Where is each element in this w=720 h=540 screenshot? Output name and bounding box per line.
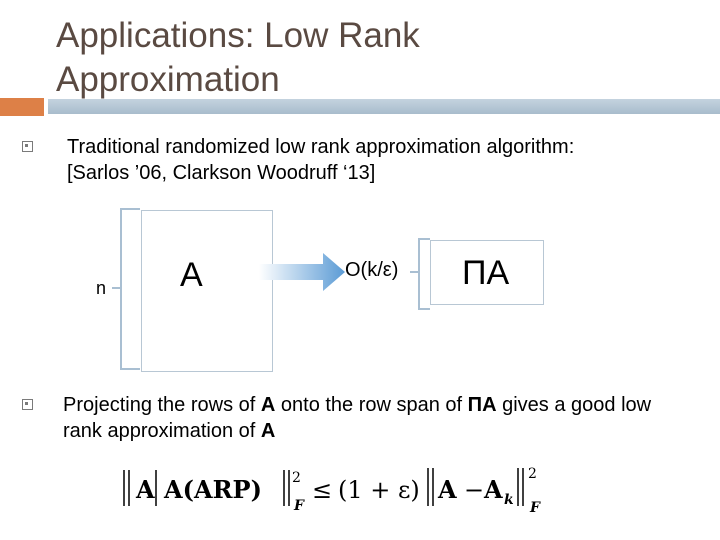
title-accent-bar xyxy=(0,98,44,116)
rows-label: O(k/ε) xyxy=(345,259,399,281)
bullet2-part: gives a good low rank approximation of xyxy=(63,394,652,442)
n-brace xyxy=(120,208,140,370)
n-label: n xyxy=(96,278,107,298)
slide-title: Applications: Low Rank Approximation xyxy=(56,14,656,102)
matrix-a-box xyxy=(141,210,273,372)
formula-exp-2: 2 xyxy=(528,466,537,482)
bullet-icon xyxy=(22,141,33,152)
sketch-pa-label: ΠA xyxy=(462,254,510,292)
formula-exp-1: 2 xyxy=(292,470,301,486)
bullet2-sketch: ΠA xyxy=(467,394,497,416)
right-arrow-icon xyxy=(259,253,345,291)
bullet2-matrix: A xyxy=(260,394,276,416)
formula-sub-f-2: F xyxy=(529,500,541,516)
bullet2-part: Projecting the rows of xyxy=(63,394,261,416)
bullet-text-2: Projecting the rows of A onto the row sp… xyxy=(63,392,693,444)
formula-rhs-ak: A xyxy=(483,475,503,504)
bullet-text-1: Traditional randomized low rank approxim… xyxy=(67,136,575,184)
matrix-a-label: A xyxy=(180,256,203,294)
formula-lhs-projection: A(ARP) xyxy=(163,475,262,504)
formula-lhs-a: A xyxy=(135,475,155,504)
bullet-icon xyxy=(22,399,33,410)
bullet2-matrix: A xyxy=(260,420,276,442)
approximation-formula: A A(ARP) 2 F ≤ (1 + ε) A − A k 2 F xyxy=(123,466,541,516)
formula-minus: − xyxy=(464,476,484,504)
formula-leq: ≤ xyxy=(312,476,332,504)
formula-factor: (1 + ε) xyxy=(338,476,420,504)
formula-rhs-a: A xyxy=(437,475,457,504)
title-line-2: Approximation xyxy=(56,60,280,99)
sketch-pa-box xyxy=(430,240,544,305)
n-brace-tick xyxy=(112,287,121,289)
sketch-brace xyxy=(418,238,430,310)
title-line-1: Applications: Low Rank xyxy=(56,16,420,55)
title-underline xyxy=(48,99,720,114)
bullet2-part: onto the row span of xyxy=(275,394,468,416)
formula-sub-k: k xyxy=(504,492,514,508)
sketch-brace-tick xyxy=(410,271,419,273)
formula-sub-f-1: F xyxy=(293,498,305,514)
